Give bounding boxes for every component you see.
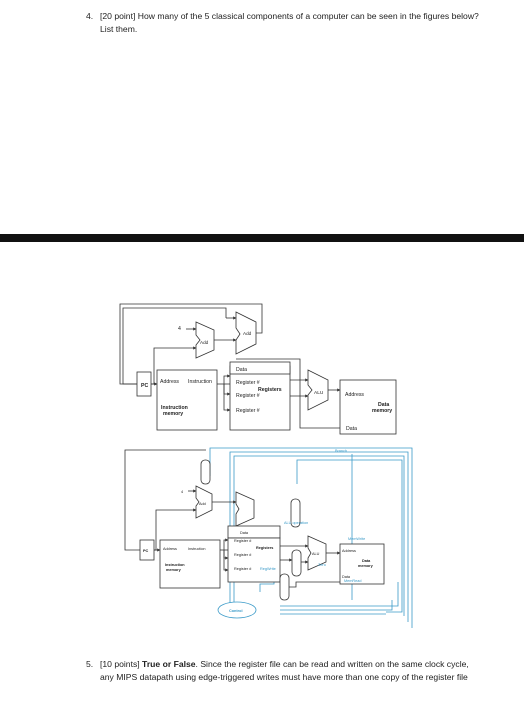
fig2-adder <box>195 485 213 519</box>
fig2-dm-data: Data <box>342 575 351 579</box>
fig1-data-memory <box>339 379 397 435</box>
fig2-pc-label: PC <box>143 549 149 553</box>
question-5-text: . Since the register file can be read an… <box>100 659 469 682</box>
fig2-registers <box>227 537 281 583</box>
fig2-control-label: Control <box>229 609 243 613</box>
fig1-pc-label: PC <box>141 383 148 389</box>
fig1-four-label: 4 <box>178 326 181 332</box>
question-5-points: [10 points] <box>100 659 140 669</box>
fig2-reg-r1: Register # <box>234 539 252 543</box>
fig2-mux-top <box>200 459 211 485</box>
fig1-alu-label: ALU <box>314 390 324 396</box>
question-5-true-false: True or False <box>142 659 196 669</box>
fig1-add-right-label: Add <box>243 331 252 336</box>
fig2-regwrite-label: RegWrite <box>260 567 276 571</box>
fig2-im-label-2: memory <box>166 568 182 572</box>
fig1-reg-r1: Register # <box>236 380 260 386</box>
fig2-reg-data: Data <box>240 531 249 535</box>
fig2-dm-label-1: Data <box>362 559 371 563</box>
fig1-dm-data: Data <box>346 426 357 432</box>
fig2-memwrite-label: MemWrite <box>348 537 365 541</box>
fig2-mux-alu <box>291 549 302 577</box>
fig1-add-left-label: Add <box>200 340 209 345</box>
question-5: 5. [10 points] True or False. Since the … <box>86 658 480 684</box>
fig1-adder-right <box>235 311 257 355</box>
figure-2-labels: PC 4 Add Address Instruction Instruction… <box>143 449 374 613</box>
figure-1-labels: PC 4 Add Add Address Instruction Instruc… <box>141 326 392 432</box>
fig2-data-box <box>227 525 281 539</box>
figure-2-datapath-with-control <box>124 447 413 628</box>
fig2-branch-adder <box>235 491 255 527</box>
fig1-alu <box>307 369 329 411</box>
fig1-im-label-1: Instruction <box>161 405 188 411</box>
fig2-alu-label: ALU <box>312 552 320 556</box>
fig1-dm-label-2: memory <box>372 408 392 414</box>
question-4: 4. [20 point] How many of the 5 classica… <box>86 10 490 36</box>
fig1-reg-r3: Register # <box>236 408 260 414</box>
question-5-number: 5. <box>86 659 94 669</box>
fig2-data-memory <box>339 543 385 585</box>
fig1-im-label-2: memory <box>163 411 183 417</box>
fig2-branch-label: Branch <box>335 449 347 453</box>
fig2-dm-address: Address <box>342 549 356 553</box>
figure-1-basic-datapath <box>119 303 397 435</box>
fig2-control-lines <box>209 447 413 628</box>
fig2-reg-r3: Register # <box>234 567 252 571</box>
datapath-figures: PC 4 Add Add Address Instruction Instruc… <box>119 303 413 628</box>
fig2-mux-mid <box>290 498 301 528</box>
question-4-number: 4. <box>86 11 94 21</box>
fig2-alu <box>307 535 327 571</box>
fig2-reg-title: Registers <box>256 546 273 550</box>
fig2-add-label: Add <box>199 502 206 506</box>
fig2-four-label: 4 <box>181 490 183 494</box>
fig1-registers <box>229 365 291 431</box>
question-4-text: [20 point] How many of the 5 classical c… <box>100 11 479 34</box>
page-divider-top <box>0 234 524 242</box>
fig1-dm-label-1: Data <box>378 402 389 408</box>
fig2-im-instruction: Instruction <box>188 547 206 551</box>
fig1-data-box <box>229 361 291 375</box>
fig2-dm-label-2: memory <box>358 564 374 568</box>
fig2-mux-bottom <box>279 573 290 601</box>
fig1-im-address: Address <box>160 379 179 385</box>
figures-panel: PC 4 Add Add Address Instruction Instruc… <box>0 244 518 700</box>
fig1-dm-address: Address <box>345 392 364 398</box>
fig2-im-address: Address <box>163 547 177 551</box>
fig2-memread-label: MemRead <box>344 579 362 583</box>
fig2-alu-op-label: ALU operation <box>284 521 308 525</box>
fig2-instruction-memory <box>159 539 221 589</box>
fig1-adder-left <box>195 321 215 359</box>
fig1-reg-r2: Register # <box>236 393 260 399</box>
fig2-im-label-1: Instruction <box>165 563 185 567</box>
fig2-control-unit <box>217 601 257 619</box>
fig1-instruction-memory <box>156 369 218 431</box>
fig1-im-instruction: Instruction <box>188 379 212 385</box>
fig2-reg-r2: Register # <box>234 553 252 557</box>
fig2-zero-label: Zero <box>318 563 326 567</box>
fig1-reg-data: Data <box>236 367 247 373</box>
fig1-reg-title: Registers <box>258 387 282 393</box>
